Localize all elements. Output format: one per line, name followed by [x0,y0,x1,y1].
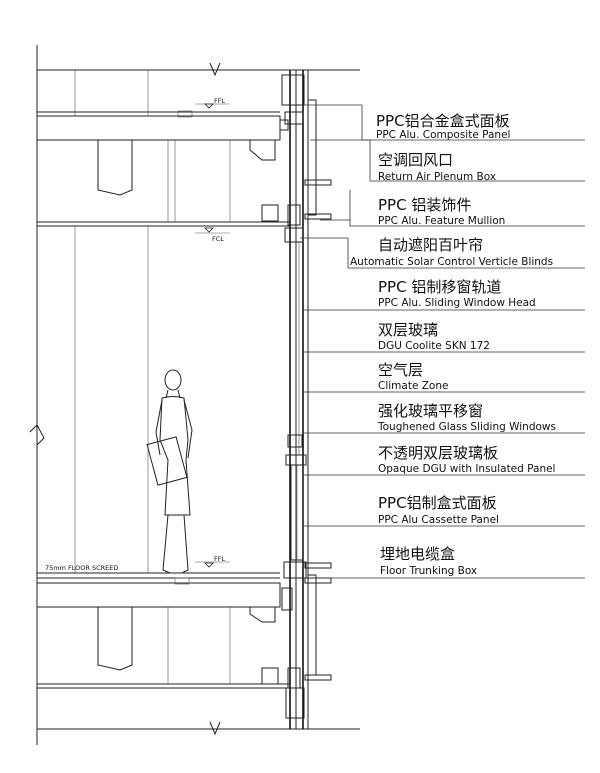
label-8-en: Toughened Glass Sliding Windows [377,421,556,433]
label-6-en: DGU Coolite SKN 172 [378,340,490,352]
label-7-zh: 空气层 [378,361,423,379]
upper-floor-slab [36,110,290,227]
label-4-zh: 自动遮阳百叶帘 [378,236,483,254]
structure-lines [29,45,360,745]
floor-screed-note: 75mm FLOOR SCREED [45,564,118,572]
label-11-en: Floor Trunking Box [380,565,477,577]
human-figure [146,369,193,574]
annotation-labels: PPC铝合金盒式面板 PPC Alu. Composite Panel 空调回风… [350,112,556,577]
label-1-en: PPC Alu. Composite Panel [376,129,510,141]
level-ffl-bottom: FFL [214,555,225,563]
label-7-en: Climate Zone [378,380,448,392]
lower-floor-slab [36,572,290,689]
label-1-zh: PPC铝合金盒式面板 [376,112,510,130]
label-9-zh: 不透明双层玻璃板 [378,444,498,462]
label-9-en: Opaque DGU with Insulated Panel [378,463,555,475]
level-markers: FFL FCL FFL 75mm FLOOR SCREED [45,97,230,572]
facade-system [279,70,332,729]
label-5-en: PPC Alu. Sliding Window Head [378,297,536,309]
label-10-zh: PPC铝制盒式面板 [378,494,497,512]
label-6-zh: 双层玻璃 [378,321,438,339]
interior-lines [74,226,149,573]
label-2-en: Return Air Plenum Box [378,171,496,183]
label-5-zh: PPC 铝制移窗轨道 [378,278,501,296]
label-11-zh: 埋地电缆盒 [380,545,455,563]
label-2-zh: 空调回风口 [378,151,453,169]
label-4-en: Automatic Solar Control Verticle Blinds [350,256,553,268]
label-3-zh: PPC 铝装饰件 [378,196,471,214]
label-8-zh: 强化玻璃平移窗 [378,402,483,420]
leader-lines [300,104,585,579]
level-ffl-top: FFL [214,97,225,105]
label-10-en: PPC Alu Cassette Panel [378,514,499,526]
level-fcl: FCL [212,235,224,243]
label-3-en: PPC Alu. Feature Mullion [378,215,505,227]
